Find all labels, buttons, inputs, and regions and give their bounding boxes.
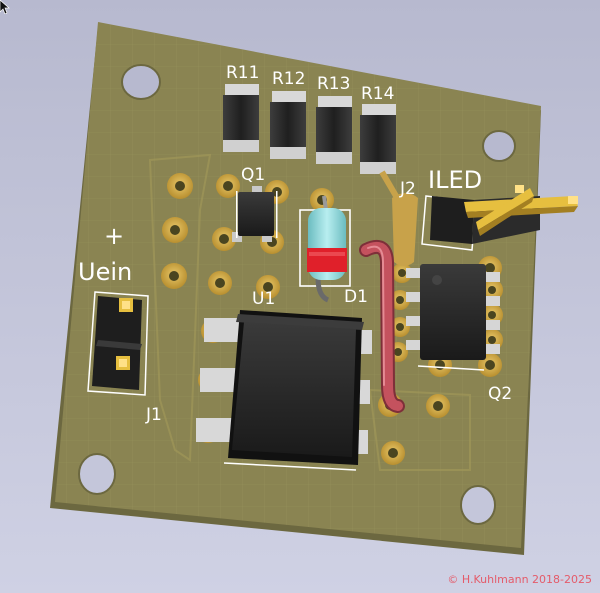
label-q1: Q1	[241, 165, 265, 185]
label-plus: +	[104, 222, 124, 250]
wire-bridge	[359, 240, 405, 413]
mounting-hole-br	[460, 485, 496, 525]
label-uein: Uein	[78, 258, 132, 286]
resistor-r11	[223, 84, 259, 152]
diode-d1	[299, 195, 351, 303]
label-r14: R14	[361, 84, 394, 104]
pcb-board	[50, 22, 541, 555]
header-j1	[87, 291, 149, 396]
label-j1: J1	[145, 405, 162, 425]
mounting-hole-tr	[482, 130, 516, 162]
resistor-r13	[316, 96, 352, 164]
label-r12: R12	[272, 69, 305, 89]
resistor-r14	[360, 104, 396, 174]
mounting-hole-tl	[121, 64, 161, 100]
label-u1: U1	[252, 289, 275, 309]
label-q2: Q2	[488, 384, 512, 404]
transistor-q1	[232, 186, 278, 242]
resistor-r12	[270, 91, 306, 159]
mounting-hole-bl	[78, 453, 116, 495]
header-j2	[421, 185, 578, 251]
label-r13: R13	[317, 74, 350, 94]
label-iled: ILED	[428, 166, 482, 194]
j2-pad	[392, 193, 418, 266]
copyright-credit: © H.Kuhlmann 2018-2025	[447, 573, 592, 586]
mounting-holes	[78, 64, 516, 525]
ic-u1	[196, 310, 372, 471]
ic-q2	[406, 264, 500, 371]
label-j2: J2	[399, 179, 416, 199]
mouse-cursor-icon	[0, 0, 10, 14]
j2-trace	[379, 170, 399, 198]
label-d1: D1	[344, 287, 368, 307]
label-r11: R11	[226, 63, 259, 83]
